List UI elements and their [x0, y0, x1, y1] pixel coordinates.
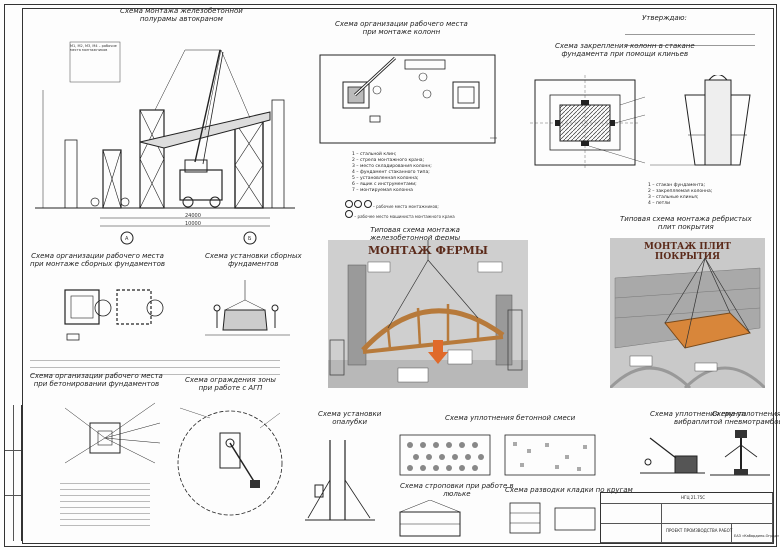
- approval-label: Утверждаю:: [642, 14, 687, 22]
- stamp-code: НГЦ 21.75С: [681, 495, 706, 500]
- foundation-workplace-drawing: [64, 289, 164, 341]
- column-fixing-drawing: [530, 75, 751, 170]
- concrete-legend: [60, 478, 150, 526]
- column-legend: 1 – стальной клин;2 – стрела монтажного …: [352, 152, 432, 194]
- truss-photo: МОНТАЖ ФЕРМЫ: [328, 240, 528, 388]
- vibro-2-drawing: [710, 430, 770, 476]
- stamp-project: ПРОЕКТ ПРОИЗВОДСТВА РАБОТ: [666, 528, 733, 533]
- fixing-legend-item: 2 – закрепляемая колонна;: [648, 189, 713, 194]
- fixing-legend-item: 3 – стальные клинья;: [648, 195, 699, 200]
- fixing-legend-item: 1 – стакан фундамента;: [648, 183, 705, 188]
- danger-zone-drawing: [177, 407, 283, 516]
- truss-photo-art: [328, 240, 528, 388]
- column-legend-item: 6 – ящик с инструментами;: [352, 182, 417, 187]
- fixing-legend: 1 – стакан фундамента;2 – закрепляемая к…: [648, 183, 712, 207]
- slab-photo-art: [610, 257, 765, 388]
- crane-dim-24000: 24000: [185, 213, 201, 219]
- vibro-1-drawing: [640, 437, 705, 474]
- compaction-title: Схема уплотнения бетонной смеси: [445, 414, 576, 422]
- brick-title: Схема разводки кладки по кругам: [505, 486, 633, 494]
- title-block: НГЦ 21.75С ПРОЕКТ ПРОИЗВОДСТВА РАБОТ ЕАЗ…: [600, 492, 779, 544]
- outer-frame: [4, 4, 777, 547]
- brick-drawing: [509, 502, 596, 534]
- approval-lines: [625, 24, 755, 46]
- workplace-note-2: – рабочее место машиниста монтажного кра…: [345, 210, 455, 219]
- column-legend-item: 2 – стрела монтажного крана;: [352, 158, 425, 163]
- foundation-workplace-note: [30, 354, 280, 375]
- crane-axis-b: Б: [248, 236, 252, 242]
- slab-photo-title: МОНТАЖ ПЛИТ ПОКРЫТИЯ: [644, 242, 731, 262]
- crane-mounting-drawing: [35, 41, 295, 245]
- crane-dim-10000: 10000: [185, 221, 201, 227]
- column-legend-item: 4 – фундамент стаканного типа;: [352, 170, 430, 175]
- inner-frame: [22, 8, 774, 544]
- crane-axis-a: А: [125, 236, 129, 242]
- cradle-drawing: [399, 500, 461, 537]
- concrete-workplace-drawing: [64, 402, 161, 464]
- crane-note: М1, М2, М3, М4 – рабочие места монтажник…: [70, 44, 117, 53]
- fixing-legend-item: 4 – петли: [648, 201, 671, 206]
- workplace-note-1: – рабочие места монтажников;: [345, 200, 439, 209]
- side-stamp: [5, 405, 22, 541]
- vibro-2-title: Схема уплотнения грунтапневмотрамбовкой: [712, 410, 780, 427]
- formwork-drawing: [305, 440, 375, 521]
- stamp-org: ЕАЗ «Кабардино-Оград»: [734, 534, 780, 538]
- column-legend-item: 3 – место складирования колонн;: [352, 164, 432, 169]
- column-legend-item: 1 – стальной клин;: [352, 152, 397, 157]
- compaction-drawing: [399, 434, 596, 476]
- foundation-install-drawing: [205, 280, 290, 336]
- slab-photo: МОНТАЖ ПЛИТ ПОКРЫТИЯ: [610, 238, 765, 388]
- column-legend-item: 7 – монтируемая колонна: [352, 188, 413, 193]
- column-legend-item: 5 – установленная колонна;: [352, 176, 419, 181]
- column-workplace-drawing: [319, 54, 497, 144]
